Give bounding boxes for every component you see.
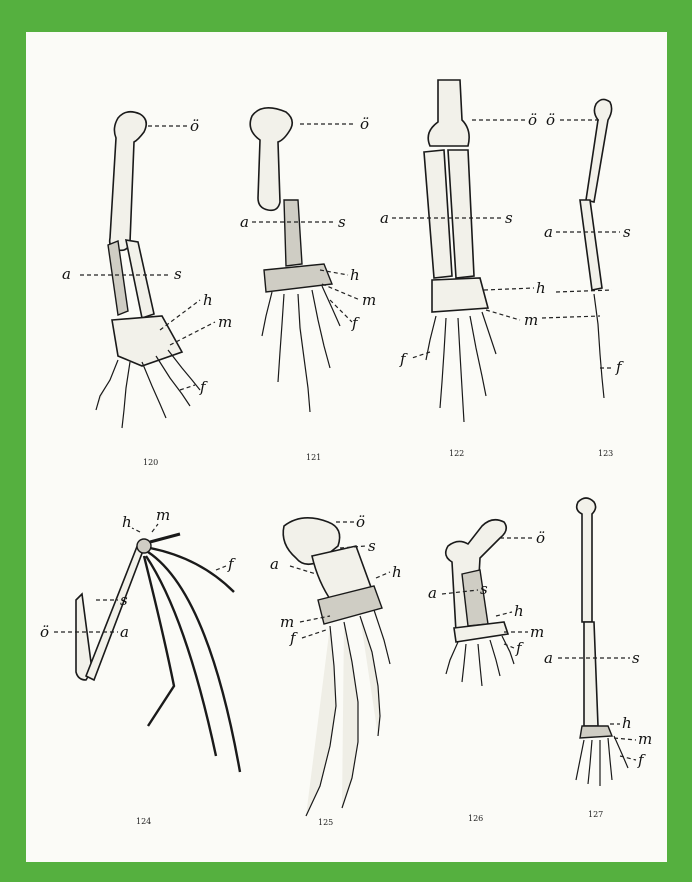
- label-f-125: f: [289, 629, 298, 647]
- label-a-125: a: [270, 555, 279, 573]
- label-h-124: h: [122, 513, 132, 531]
- figure-number-123: 123: [598, 449, 613, 458]
- forearm-123: [580, 200, 602, 290]
- label-s-121: s: [338, 213, 346, 231]
- figure-number-127: 127: [588, 810, 603, 819]
- label-h-127: h: [622, 714, 632, 732]
- label-o-123: ö: [546, 111, 555, 129]
- label-a-120: a: [62, 265, 71, 283]
- carpals-120: [112, 316, 182, 366]
- figure-number-124: 124: [136, 817, 151, 826]
- ulna-120: [126, 240, 154, 318]
- label-m-122: m: [524, 311, 538, 329]
- label-a-126: a: [428, 584, 437, 602]
- label-h-126: h: [514, 602, 524, 620]
- figure-120: ö a s h m f 120: [62, 112, 232, 467]
- humerus-121: [250, 108, 292, 210]
- figure-number-121: 121: [306, 453, 321, 462]
- figure-122: ö a s h m f 122: [380, 80, 546, 458]
- digits-122: [426, 312, 496, 422]
- figure-124: h m f s ö a 124: [40, 506, 240, 826]
- label-m-120: m: [218, 313, 232, 331]
- figure-121: ö a s h m f 121: [240, 108, 376, 462]
- label-a-124: a: [120, 623, 129, 641]
- carpals-121: [264, 264, 332, 292]
- label-a-122: a: [380, 209, 389, 227]
- label-m-126: m: [530, 623, 544, 641]
- thumb-124: [150, 534, 180, 542]
- label-m-121: m: [362, 291, 376, 309]
- label-a-121: a: [240, 213, 249, 231]
- label-m-127: m: [638, 730, 652, 748]
- figure-number-126: 126: [468, 814, 483, 823]
- label-a-123: a: [544, 223, 553, 241]
- label-s-127: s: [632, 649, 640, 667]
- humerus-127: [577, 498, 596, 622]
- figure-125: ö s a h m f 125: [270, 513, 402, 827]
- figure-126: ö a s h m f 126: [428, 520, 545, 823]
- carpals-127: [580, 726, 612, 738]
- label-s-122: s: [505, 209, 513, 227]
- label-h-120: h: [203, 291, 213, 309]
- digits-121: [262, 286, 340, 412]
- label-o-121: ö: [360, 115, 369, 133]
- digit-123: [594, 294, 604, 398]
- label-h-125: h: [392, 563, 402, 581]
- humerus-123: [586, 99, 612, 202]
- humerus-122: [428, 80, 469, 146]
- forearm-121: [284, 200, 302, 266]
- radius-122: [424, 150, 452, 278]
- carpals-124: [137, 539, 151, 553]
- digits-126: [446, 636, 514, 686]
- label-h-121: h: [350, 266, 360, 284]
- label-f-122: f: [399, 350, 408, 368]
- radius-120: [108, 241, 128, 315]
- label-f-126: f: [515, 639, 524, 657]
- label-f-124: f: [227, 555, 236, 573]
- forearm-127: [584, 622, 598, 726]
- label-o-125: ö: [356, 513, 365, 531]
- ulna-122: [448, 150, 474, 278]
- figure-number-122: 122: [449, 449, 464, 458]
- label-s-120: s: [174, 265, 182, 283]
- label-o-126: ö: [536, 529, 545, 547]
- label-f-120: f: [199, 378, 208, 396]
- label-o-124: ö: [40, 623, 49, 641]
- figure-number-125: 125: [318, 818, 333, 827]
- humerus-120: [110, 112, 147, 251]
- label-s-124: s: [120, 591, 128, 609]
- label-s-126: s: [480, 580, 488, 598]
- digits-127: [576, 736, 628, 786]
- label-f-123: f: [615, 358, 624, 376]
- label-s-125: s: [368, 537, 376, 555]
- figure-123: ö a s f 123: [542, 99, 631, 458]
- forearm-124: [86, 544, 144, 680]
- carpals-122: [432, 278, 488, 312]
- label-s-123: s: [623, 223, 631, 241]
- figure-number-120: 120: [143, 458, 158, 467]
- label-f-121: f: [351, 314, 360, 332]
- figure-127: a s h m f 127: [544, 498, 652, 819]
- digits-124: [144, 548, 240, 772]
- label-o-120: ö: [190, 117, 199, 135]
- digits-125: [306, 610, 390, 816]
- label-f-127: f: [637, 751, 646, 769]
- label-o-122: ö: [528, 111, 537, 129]
- label-a-127: a: [544, 649, 553, 667]
- label-h-122: h: [536, 279, 546, 297]
- label-m-124: m: [156, 506, 170, 524]
